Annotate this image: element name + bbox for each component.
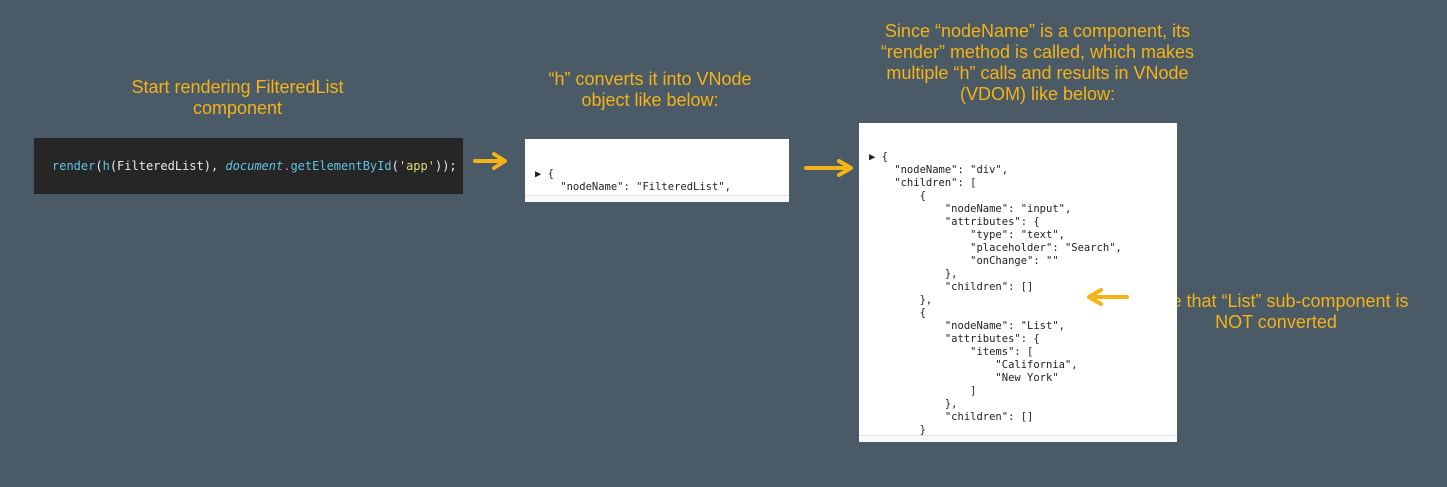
code-snippet: render(h(FilteredList), document.getElem… bbox=[34, 138, 463, 194]
console-line: "nodeName": "div", bbox=[869, 164, 1009, 176]
console-line: }, bbox=[869, 294, 933, 306]
code-token: . bbox=[283, 159, 291, 173]
code-token: (FilteredList), bbox=[109, 159, 226, 173]
console-line: } bbox=[869, 424, 926, 436]
caption-line: multiple “h” calls and results in VNode bbox=[886, 63, 1189, 83]
caption-line: Start rendering FilteredList bbox=[131, 77, 344, 97]
console-line: "children": [] bbox=[869, 411, 1034, 423]
code-token: )); bbox=[434, 159, 457, 173]
console-line: "items": [ bbox=[869, 346, 1034, 358]
console-line: "type": "text", bbox=[869, 229, 1065, 241]
console-line: ▶ { bbox=[869, 151, 888, 163]
caption-line: object like below: bbox=[581, 90, 719, 110]
console-line: }, bbox=[869, 268, 958, 280]
code-token: render bbox=[52, 159, 96, 173]
console-line: { bbox=[869, 307, 926, 319]
caption-start-rendering: Start rendering FilteredList component bbox=[100, 77, 375, 119]
console-line: }, bbox=[869, 398, 958, 410]
console-line: "children": [ bbox=[869, 177, 977, 189]
caption-line: component bbox=[192, 98, 283, 118]
console-output-vdom: ▶ { "nodeName": "div", "children": [ { "… bbox=[859, 123, 1177, 442]
code-token: ( bbox=[391, 159, 399, 173]
console-line: "nodeName": "List", bbox=[869, 320, 1065, 332]
console-cutoff bbox=[525, 195, 789, 202]
console-cutoff bbox=[859, 435, 1177, 442]
code-token: document bbox=[225, 159, 284, 173]
caption-line: “render” method is called, which makes bbox=[880, 42, 1195, 62]
console-output-vnode: ▶ { "nodeName": "FilteredList", "childre… bbox=[525, 139, 789, 202]
caption-line: Note that “List” sub-component is bbox=[1143, 291, 1409, 311]
console-line: "nodeName": "FilteredList", bbox=[535, 181, 731, 193]
caption-note: Note that “List” sub-component is NOT co… bbox=[1128, 291, 1424, 333]
caption-line: “h” converts it into VNode bbox=[548, 69, 752, 89]
left-arrow-icon bbox=[1087, 288, 1129, 306]
console-line: "children": [] bbox=[869, 281, 1034, 293]
console-lines: ▶ { "nodeName": "div", "children": [ { "… bbox=[869, 151, 1177, 442]
code-token: ( bbox=[95, 159, 103, 173]
console-line: "New York" bbox=[869, 372, 1059, 384]
console-line: "placeholder": "Search", bbox=[869, 242, 1122, 254]
console-line: ] bbox=[869, 385, 977, 397]
caption-h-converts: “h” converts it into VNode object like b… bbox=[515, 69, 785, 111]
console-line: "California", bbox=[869, 359, 1078, 371]
code-token: getElementById bbox=[290, 159, 392, 173]
code-token: h bbox=[102, 159, 110, 173]
console-line: "attributes": { bbox=[869, 216, 1040, 228]
right-arrow-icon bbox=[804, 159, 853, 177]
console-line: "attributes": { bbox=[869, 333, 1040, 345]
console-line: { bbox=[869, 190, 926, 202]
caption-render-called: Since “nodeName” is a component, its “re… bbox=[835, 21, 1240, 105]
code-token: 'app' bbox=[398, 159, 435, 173]
console-line: "nodeName": "input", bbox=[869, 203, 1072, 215]
caption-line: NOT converted bbox=[1215, 312, 1337, 332]
caption-line: Since “nodeName” is a component, its bbox=[884, 21, 1191, 41]
console-line: "onChange": "" bbox=[869, 255, 1059, 267]
console-line: ▶ { bbox=[535, 168, 554, 180]
right-arrow-icon bbox=[473, 152, 507, 170]
caption-line: (VDOM) like below: bbox=[959, 84, 1116, 104]
